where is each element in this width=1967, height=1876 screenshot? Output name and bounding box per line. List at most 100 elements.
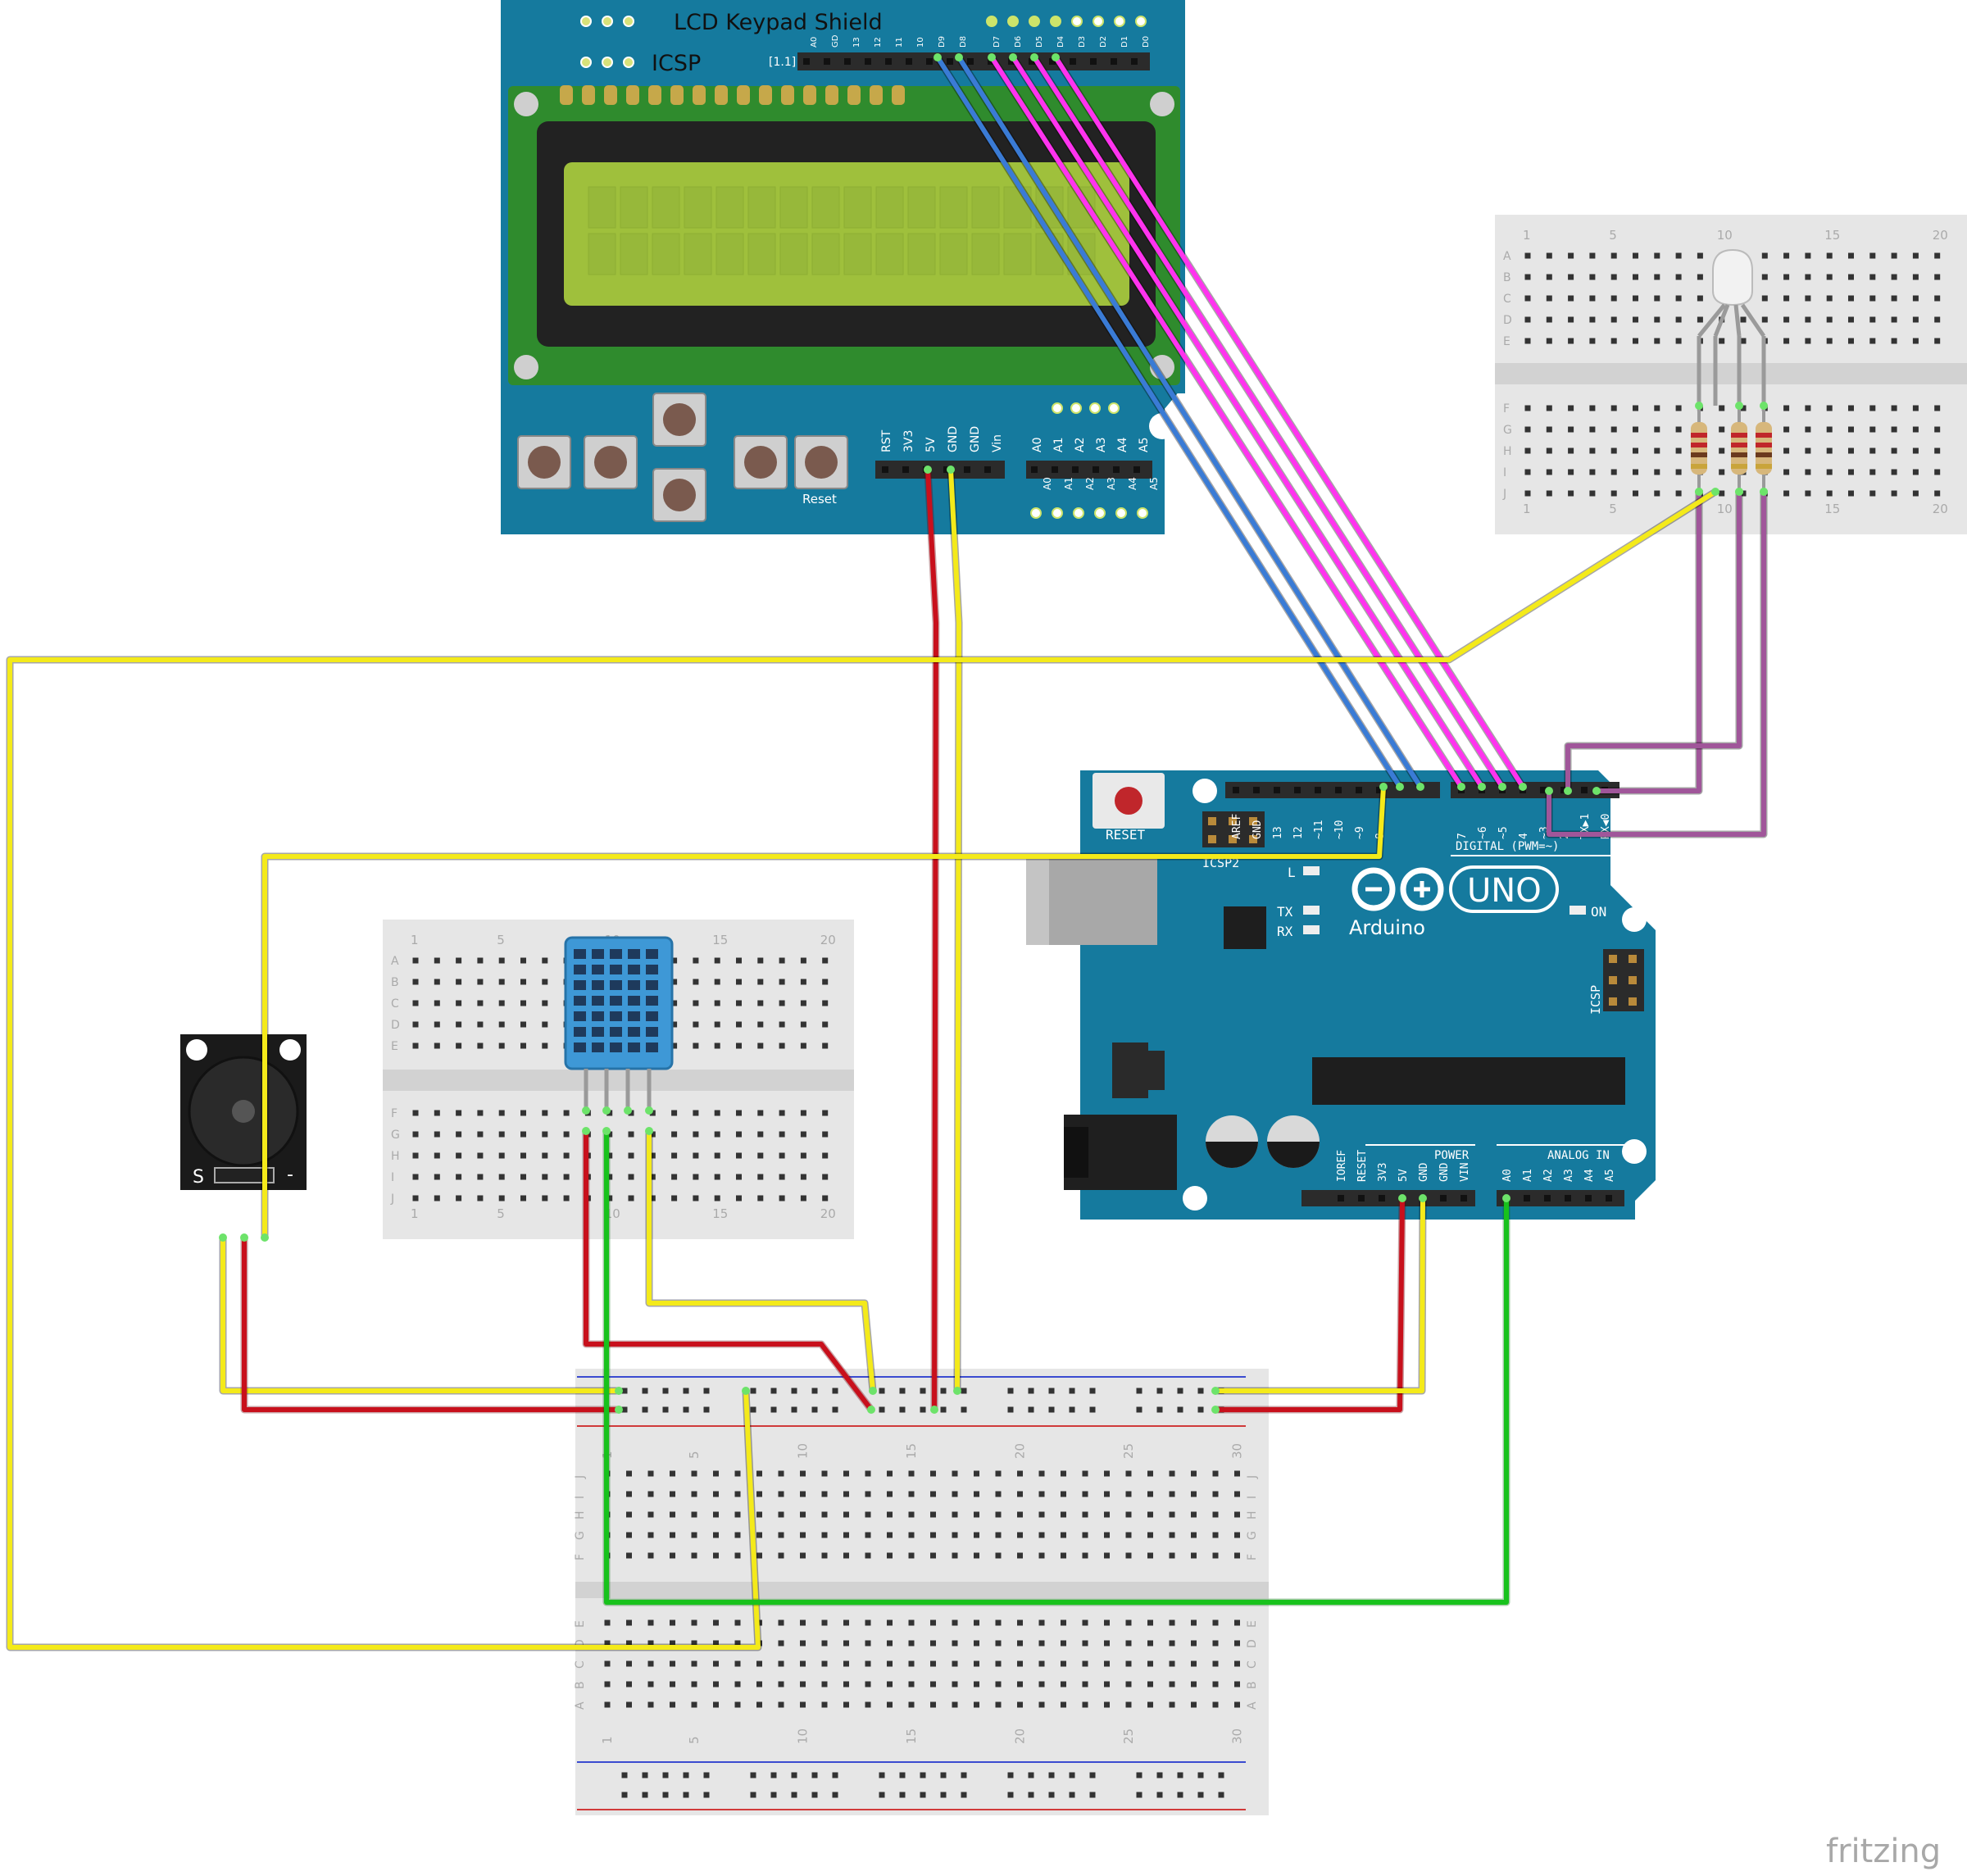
breadboard-hole — [1038, 1681, 1045, 1687]
lcd-pad — [582, 85, 595, 105]
breadboard-hole — [1234, 1491, 1240, 1497]
row-label: A — [1503, 250, 1511, 263]
breadboard-hole — [1212, 1701, 1219, 1708]
breadboard-hole — [1654, 469, 1660, 475]
row-label: D — [1503, 314, 1512, 327]
lcd-cell — [620, 233, 648, 275]
breadboard-hole — [1783, 295, 1790, 302]
breadboard-hole — [412, 1000, 419, 1006]
breadboard-hole — [779, 979, 785, 985]
row-label: A — [1246, 1701, 1259, 1710]
breadboard-hole — [456, 1131, 462, 1138]
header-pin — [1131, 58, 1138, 65]
breadboard-hole — [434, 1042, 440, 1049]
breadboard-hole — [778, 1640, 784, 1647]
button-knob — [663, 479, 696, 511]
row-label: J — [1502, 488, 1506, 501]
breadboard-hole — [1017, 1552, 1023, 1559]
breadboard-hole — [1610, 338, 1617, 344]
dht-vent — [610, 996, 622, 1006]
rail-hole — [832, 1792, 838, 1798]
breadboard-hole — [477, 1021, 484, 1028]
breadboard-hole — [1675, 295, 1682, 302]
breadboard-hole — [930, 1640, 936, 1647]
lcd-top-dot — [1071, 16, 1083, 27]
breadboard-hole — [542, 979, 548, 985]
breadboard-hole — [1212, 1681, 1219, 1687]
breadboard-hole — [498, 1000, 505, 1006]
breadboard-hole — [563, 1152, 570, 1159]
wire-d9 — [935, 55, 1402, 789]
breadboard-hole — [477, 1000, 484, 1006]
power-label: POWER — [1434, 1149, 1470, 1162]
icsp-pin — [1229, 835, 1237, 843]
lcd-top-pin-label: D6 — [1014, 36, 1023, 48]
wire-end — [615, 1387, 623, 1395]
breadboard-hole — [1633, 405, 1638, 411]
breadboard-hole — [1675, 252, 1682, 259]
lcd-pad — [737, 85, 750, 105]
breadboard-hole — [1038, 1532, 1045, 1538]
lcd-top-pin-label: D7 — [993, 36, 1002, 48]
dht-vent — [646, 1027, 658, 1037]
breadboard-hole — [1524, 295, 1531, 302]
rail-hole — [1218, 1772, 1224, 1778]
breadboard-hole — [822, 1000, 829, 1006]
header-pin — [906, 58, 912, 65]
breadboard-hole — [434, 1000, 440, 1006]
breadboard-hole — [1546, 316, 1552, 323]
breadboard-hole — [671, 1174, 678, 1180]
icsp2-label: ICSP2 — [1202, 856, 1239, 870]
breadboard-hole — [822, 1152, 829, 1159]
rail-hole — [1177, 1406, 1183, 1413]
row-label: C — [574, 1660, 587, 1669]
dht-vent — [646, 965, 658, 974]
breadboard-hole — [1633, 295, 1638, 302]
header-pin — [824, 58, 830, 65]
rail-hole — [1177, 1388, 1183, 1394]
lcd-cell — [875, 233, 904, 275]
row-label: I — [1503, 466, 1506, 479]
arduino-reset-label: RESET — [1106, 827, 1146, 843]
breadboard-hole — [779, 1195, 785, 1201]
rail-hole — [940, 1772, 947, 1778]
row-label: J — [574, 1475, 587, 1479]
dht-vent — [646, 980, 658, 990]
breadboard-hole — [604, 1640, 611, 1647]
row-label: I — [1246, 1496, 1259, 1499]
breadboard-hole — [1934, 295, 1941, 302]
header-pin — [803, 58, 810, 65]
header-pin — [1274, 787, 1280, 793]
breadboard-hole — [1589, 469, 1596, 475]
breadboard-hole — [887, 1552, 893, 1559]
rail-hole — [1069, 1388, 1075, 1394]
lcd-power-pin-label: 3V3 — [902, 430, 915, 452]
rail-hole — [899, 1388, 906, 1394]
breadboard-hole — [1869, 316, 1876, 323]
rail-hole — [1197, 1406, 1204, 1413]
breadboard-hole — [671, 1042, 678, 1049]
row-label: B — [1503, 271, 1511, 284]
arduino-uno: RESET ICSP2 ICSP L TX RX ON — [1026, 770, 1656, 1220]
wire-d8 — [956, 55, 1423, 789]
breadboard-hole — [1805, 316, 1811, 323]
breadboard-hole — [1675, 316, 1682, 323]
breadboard-hole — [1524, 338, 1531, 344]
wire-end — [1030, 53, 1038, 61]
arduino-pcb — [1080, 770, 1656, 1220]
breadboard-hole — [626, 1532, 632, 1538]
buzzer-ground-label: - — [287, 1165, 293, 1185]
breadboard-hole — [1546, 426, 1552, 433]
breadboard-hole — [1082, 1619, 1088, 1626]
breadboard-hole — [1826, 426, 1833, 433]
breadboard-hole — [1912, 274, 1919, 280]
breadboard-hole — [456, 1174, 462, 1180]
breadboard-hole — [1719, 469, 1725, 475]
breadboard-hole — [1891, 490, 1897, 497]
breadboard-hole — [974, 1640, 979, 1647]
breadboard-hole — [1934, 252, 1941, 259]
row-label: A — [391, 955, 399, 968]
breadboard-hole — [1061, 1660, 1066, 1667]
